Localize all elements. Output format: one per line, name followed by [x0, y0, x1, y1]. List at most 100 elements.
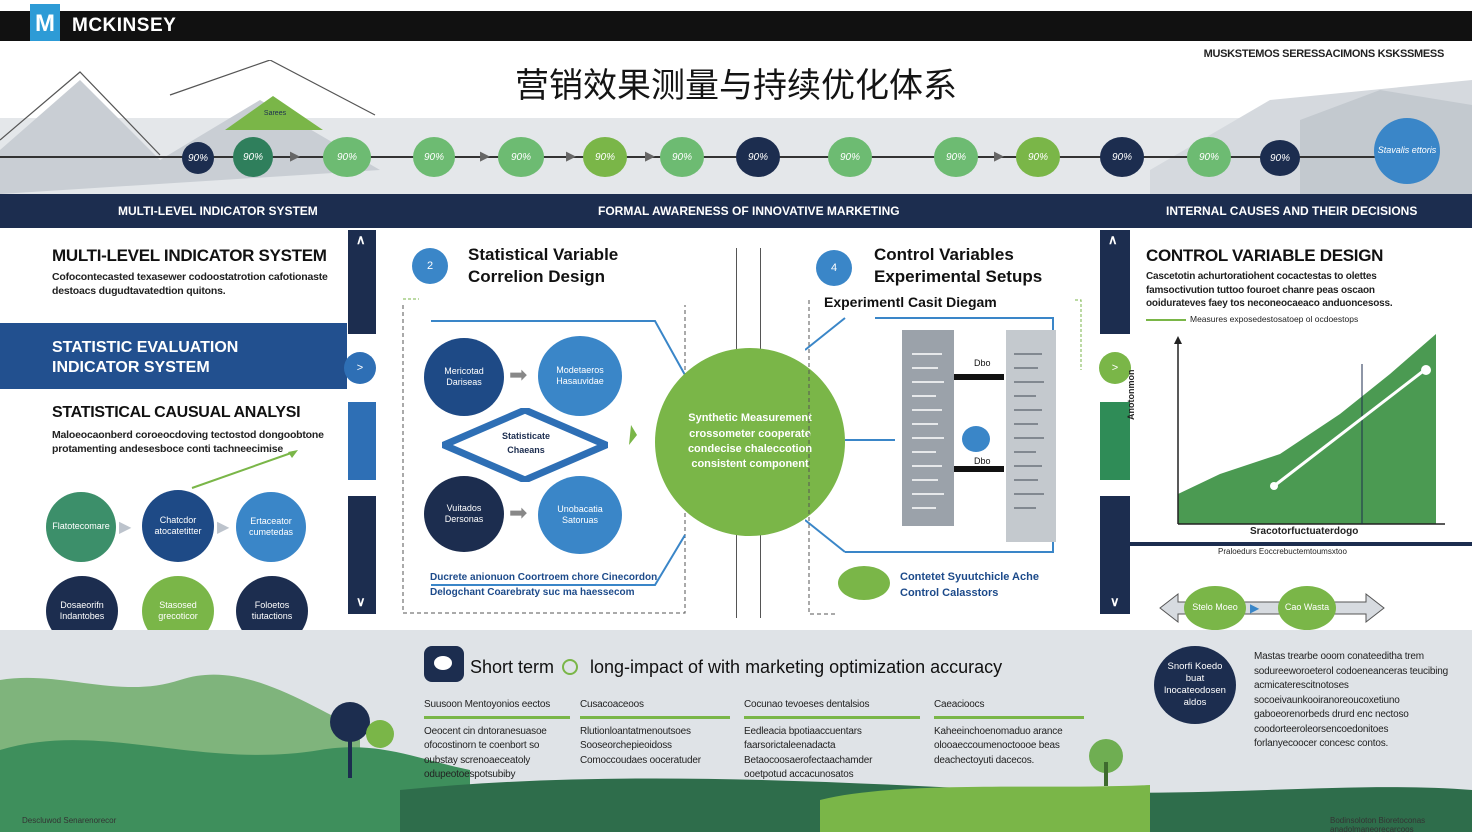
right-panel-heading: CONTROL VARIABLE DESIGN — [1146, 246, 1384, 265]
chevron-down-icon[interactable]: ∨ — [1110, 594, 1120, 609]
footnote-right: Bodinsoloton Bioretoconas anadolmaneorec… — [1330, 816, 1426, 832]
bottom-column-line: Eedleacia bpotiaaccuentars — [744, 725, 862, 737]
variable-node: Vuitados Dersonas — [424, 476, 504, 552]
control-caption-line-2: Control Calasstors — [900, 586, 999, 599]
chevron-up-icon[interactable]: ∧ — [356, 232, 366, 247]
bottom-heading-b: long-impact of with marketing optimizati… — [590, 657, 1003, 677]
control-icon — [838, 566, 890, 600]
connector-bar — [954, 466, 1004, 472]
decision-diamond — [442, 408, 608, 482]
correlation-caption-line-1: Ducrete anionuon Coortroem chore Cinecor… — [430, 572, 658, 583]
control-title-line-1: Control Variables — [874, 245, 1014, 264]
bottom-column-line: Betaocoosaerofectaachamder — [744, 754, 873, 766]
bottom-column-line: Kaheeinchoenomaduo arance — [934, 725, 1063, 737]
peak-label: Sarees — [263, 110, 287, 117]
chevron-up-icon[interactable]: ∧ — [1108, 232, 1118, 247]
timeline-node: 90% — [1016, 137, 1060, 177]
divider-bar — [1100, 496, 1130, 614]
page-title: 营销效果测量与持续优化体系 — [515, 66, 957, 106]
arrow-right-icon: ▶ — [290, 148, 300, 163]
nav-left-label: MULTI-LEVEL INDICATOR SYSTEM — [118, 204, 318, 218]
timeline-node: 90% — [660, 137, 704, 177]
summary-circle: Snorfi Koedo buat lnocateodosen aldos — [1154, 646, 1236, 724]
left-panel-body: Cofocontecasted texasewer codoostatrotio… — [52, 271, 328, 298]
timeline-node: 90% — [323, 137, 371, 177]
bottom-column-line: Oeocent cin dntoranesuasoe — [424, 725, 547, 737]
timeline-node: 90% — [413, 137, 455, 177]
landscape-hills — [0, 674, 1472, 832]
timeline-node: 90% — [1260, 140, 1300, 176]
variable-node: Modetaeros Hasauvidae — [538, 336, 622, 416]
tree-icon — [1089, 739, 1123, 786]
band-line-2: INDICATOR SYSTEM — [52, 359, 210, 376]
footnote-left: Descluwod Senarenorecor — [22, 816, 117, 825]
chevron-down-icon[interactable]: ∨ — [356, 594, 366, 609]
top-right-note: MUSKSTEMOS SERESSACIMONS KSKSSMESS — [1203, 48, 1445, 60]
chart-legend: Measures exposedestosatoep ol ocdoestops — [1190, 314, 1359, 324]
indicator-node: Ertaceator cumetedas — [236, 492, 306, 562]
arrow-right-icon: ▶ — [480, 148, 490, 163]
timeline-node: 90% — [1187, 137, 1231, 177]
band-line-1: STATISTIC EVALUATION — [52, 339, 239, 356]
bottom-column-line: Rlutionloantatmenoutsoes — [580, 725, 691, 737]
variable-node: Mericotad Dariseas — [424, 338, 504, 416]
correlation-title-line-1: Statistical Variable — [468, 245, 619, 264]
outcome-bubble: Cao Wasta — [1278, 586, 1336, 630]
correlation-caption-line-2: Delogchant Coarebraty suc ma haessecom — [430, 587, 635, 598]
divider-bar — [1100, 230, 1130, 334]
top-bar — [0, 11, 1472, 41]
bottom-column-line: oubstay screnoaeceatoly — [424, 754, 531, 766]
right-panel-body: Cascetotin achurtoratiohent cocactestas … — [1146, 271, 1393, 309]
left-panel-heading: MULTI-LEVEL INDICATOR SYSTEM — [52, 246, 327, 265]
double-arrow-icon — [1159, 592, 1385, 624]
play-icon[interactable]: > — [1099, 352, 1131, 384]
chart-note: Praloedurs Eoccrebuctemtoumsxtoo — [1218, 547, 1347, 556]
nav-right-label: INTERNAL CAUSES AND THEIR DECISIONS — [1166, 204, 1418, 218]
measurement-point — [962, 426, 990, 452]
bottom-column-line: olooaeccoumenoctoooe beas — [934, 740, 1060, 751]
chart-y-label: Anotonmon — [1126, 369, 1136, 420]
experiment-subtitle: Experimentl Casit Diegam — [824, 294, 997, 310]
analysis-body: Maloeocaonberd coroeocdoving tectostod d… — [52, 429, 324, 456]
analysis-heading: STATISTICAL CAUSUAL ANALYSI — [52, 404, 301, 421]
divider-bar — [1100, 402, 1130, 480]
divider-bar — [348, 402, 376, 480]
bottom-column-4: Caeacioocs Kaheeinchoenomaduo arance olo… — [934, 698, 1084, 768]
indicator-node: Flatotecomare — [46, 492, 116, 562]
logo-icon: M — [30, 4, 60, 41]
bottom-column-heading: Suusoon Mentoyonios eectos — [424, 698, 570, 719]
divider-bar — [348, 496, 376, 614]
bottom-column-line: ofocostinorn te coenbort so — [424, 740, 540, 751]
synthetic-measurement-hub: Synthetic Measurement crossometer cooper… — [655, 348, 845, 536]
control-title: Control Variables Experimental Setups — [874, 244, 1042, 288]
legend-swatch — [1146, 319, 1186, 321]
timeline-node: 90% — [583, 137, 627, 177]
bottom-column-line: deachectoyuti dacecos. — [934, 754, 1035, 766]
timeline-node: 90% — [828, 137, 872, 177]
bottom-column-heading: Cusacoaceoos — [580, 698, 730, 719]
nav-center-label: FORMAL AWARENESS OF INNOVATIVE MARKETING — [598, 204, 900, 218]
divider-bar — [348, 230, 376, 334]
indicator-node: Chatcdor atocatetitter — [142, 490, 214, 562]
play-icon[interactable]: > — [344, 352, 376, 384]
arrow-right-icon: ➡ — [509, 500, 528, 525]
brand-name: MCKINSEY — [72, 15, 177, 36]
arrow-right-icon: ▶ — [1250, 601, 1260, 615]
summary-text: Mastas trearbe ooom conateeditha trem so… — [1254, 651, 1448, 749]
chart-underline — [1130, 542, 1472, 546]
decision-label: Statisticate Chaeans — [501, 431, 551, 455]
column-label-b: Dbo — [974, 456, 991, 466]
variable-node: Unobacatia Satoruas — [538, 476, 622, 554]
statistic-evaluation-band: STATISTIC EVALUATION INDICATOR SYSTEM — [0, 323, 347, 389]
timeline-node: 90% — [1100, 137, 1144, 177]
correlation-caption: Ducrete anionuon Coortroem chore Cinecor… — [430, 570, 657, 600]
bottom-column-line: ooetpotud accacunosatos — [744, 769, 854, 780]
step-number-badge: 4 — [816, 250, 852, 286]
timeline-node: 90% — [233, 137, 273, 177]
timeline-node: 90% — [182, 142, 214, 174]
bottom-column-line: faarsorictaleenadacta — [744, 740, 836, 751]
link-icon — [562, 659, 578, 675]
control-title-line-2: Experimental Setups — [874, 267, 1043, 287]
bottom-column-line: Sooseorchepieoidoss — [580, 740, 672, 751]
connector-bar — [954, 374, 1004, 380]
